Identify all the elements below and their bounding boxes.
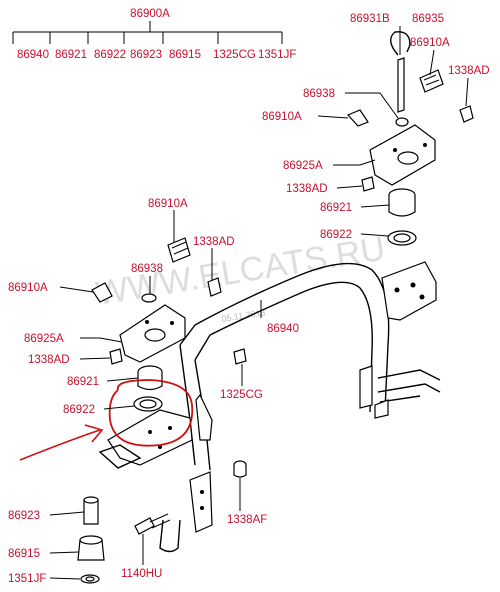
label-86925A-left: 86925A [24, 333, 64, 345]
label-1338AD-left: 1338AD [28, 354, 70, 366]
label-86921-right: 86921 [320, 202, 352, 214]
label-1338AD-mid: 1338AD [193, 236, 235, 248]
label-86910A-left: 86910A [8, 282, 48, 294]
label-1140HU: 1140HU [121, 568, 162, 580]
label-1351JF: 1351JF [8, 573, 46, 585]
parts-tree: 86900A 86940 86921 86922 86923 86915 132… [12, 8, 296, 61]
label-86925A-right: 86925A [283, 160, 323, 172]
highlight-arrow [19, 429, 101, 461]
label-86922-right: 86922 [320, 229, 352, 241]
highlight-arrow-head [84, 424, 104, 443]
tree-child-86921: 86921 [55, 49, 87, 61]
tree-child-1351JF: 1351JF [258, 49, 296, 61]
label-86935: 86935 [412, 13, 444, 25]
label-86910A-mid: 86910A [148, 198, 188, 210]
upper-right-assembly [346, 31, 474, 246]
highlight-annotation [19, 379, 194, 461]
tree-child-86940: 86940 [17, 49, 49, 61]
tree-child-86923: 86923 [130, 49, 162, 61]
label-86910A-top: 86910A [410, 37, 450, 49]
label-1338AF: 1338AF [227, 514, 267, 526]
callout-labels: 86931B 86935 86910A 1338AD 86938 86910A … [8, 13, 490, 585]
leader-lines [49, 26, 469, 580]
label-86910A-right: 86910A [262, 111, 302, 123]
label-1338AD-top: 1338AD [448, 65, 490, 77]
label-86921-left: 86921 [67, 376, 99, 388]
label-86938-mid: 86938 [131, 263, 163, 275]
tree-child-86922: 86922 [94, 49, 126, 61]
tree-root-label: 86900A [130, 8, 170, 20]
label-86940: 86940 [267, 323, 299, 335]
label-86938-top: 86938 [303, 88, 335, 100]
watermark: WWW.ELCATS.RU 05.11.2013 [93, 230, 387, 324]
label-86931B: 86931B [350, 13, 390, 25]
frame-tube [159, 261, 441, 553]
watermark-date: 05.11.2013 [221, 307, 266, 324]
label-86923: 86923 [8, 510, 40, 522]
tree-child-1325CG: 1325CG [213, 49, 256, 61]
tree-child-86915: 86915 [169, 49, 201, 61]
label-86915: 86915 [8, 548, 40, 560]
lower-left-assembly [77, 396, 247, 584]
label-1325CG: 1325CG [220, 389, 263, 401]
label-1338AD-right: 1338AD [286, 183, 328, 195]
highlight-circle [108, 379, 194, 447]
middle-left-assembly [91, 237, 247, 391]
label-86922-left: 86922 [63, 404, 95, 416]
